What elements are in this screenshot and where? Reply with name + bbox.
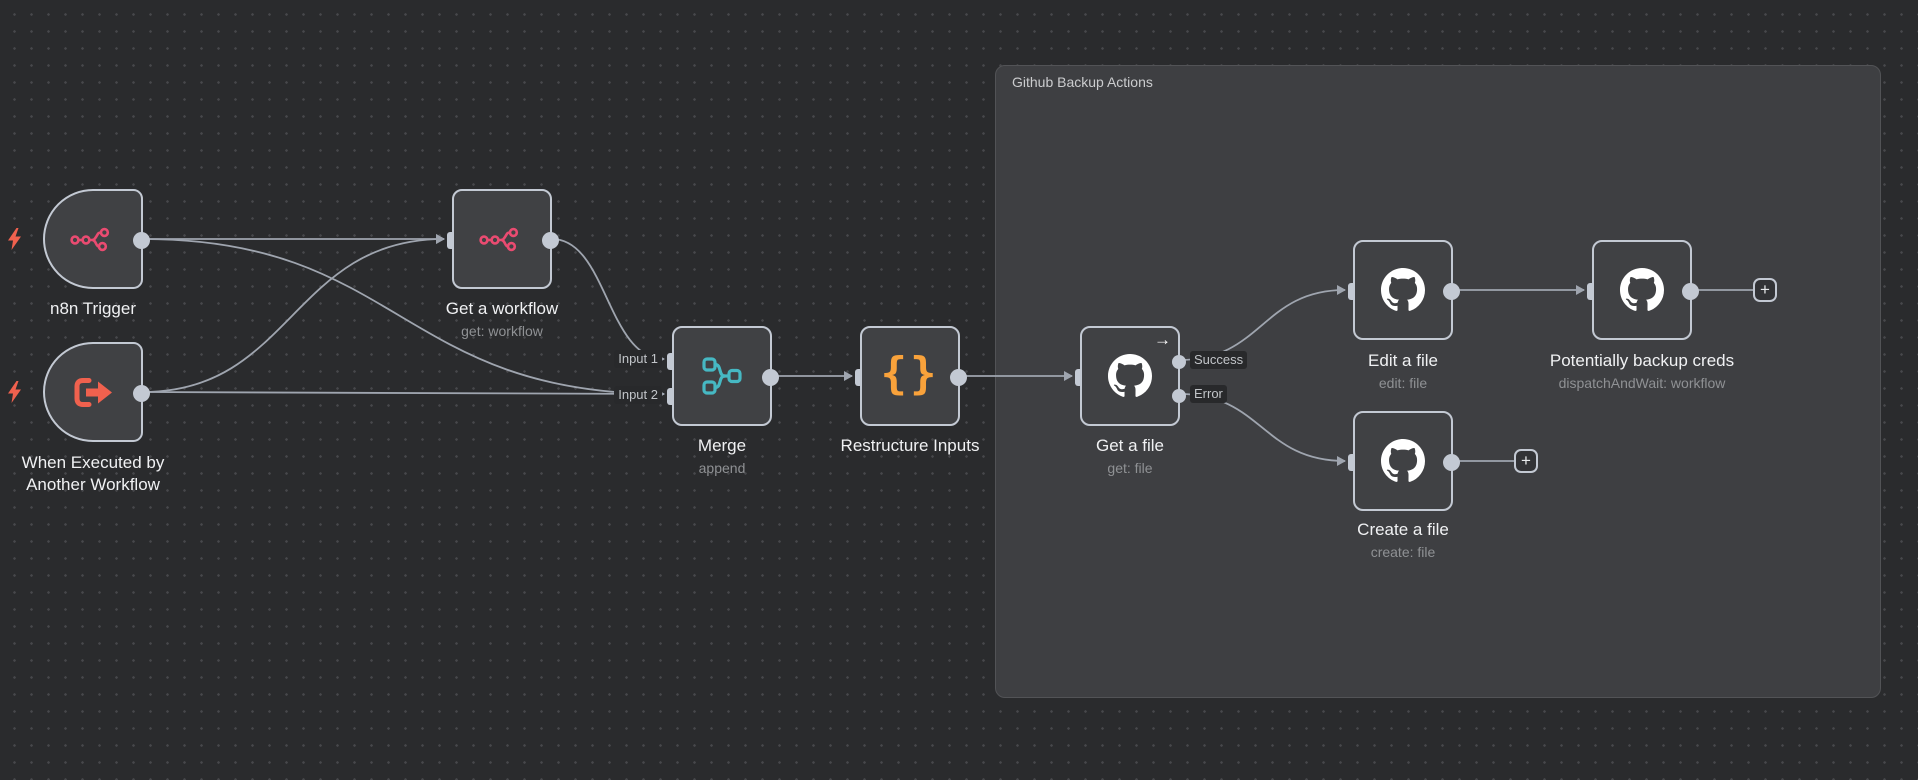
output-port[interactable] — [1443, 283, 1460, 300]
input-port[interactable] — [447, 232, 454, 249]
node-n8n-trigger[interactable] — [43, 189, 150, 289]
github-icon — [1355, 242, 1451, 338]
github-icon — [1355, 413, 1451, 509]
group-title: Github Backup Actions — [1012, 74, 1153, 90]
n8n-icon — [454, 191, 550, 287]
output-port[interactable] — [1443, 454, 1460, 471]
merge-input1-label: Input 1 — [614, 350, 662, 368]
output-port[interactable] — [133, 385, 150, 402]
node-potentially-backup-creds[interactable] — [1587, 240, 1699, 340]
output-port[interactable] — [950, 369, 967, 386]
add-node-button[interactable]: + — [1514, 449, 1538, 473]
output-success-label: Success — [1190, 351, 1248, 369]
exit-arrow-icon — [45, 344, 141, 440]
node-restructure-inputs[interactable]: {} — [855, 326, 967, 426]
input-port[interactable] — [1348, 454, 1355, 471]
add-node-button[interactable]: + — [1753, 278, 1777, 302]
input-port-2[interactable] — [667, 388, 674, 405]
input-port-1[interactable] — [667, 353, 674, 370]
edge-whenexecuted-getworkflow — [142, 234, 445, 393]
input-port[interactable] — [855, 369, 862, 386]
node-get-a-file[interactable]: → — [1075, 326, 1186, 426]
node-create-a-file[interactable] — [1348, 411, 1460, 511]
node-title: Merge append — [697, 436, 747, 476]
braces-icon: {} — [880, 347, 940, 399]
github-icon — [1594, 242, 1690, 338]
merge-icon — [674, 328, 770, 424]
output-error-label: Error — [1190, 385, 1227, 403]
edge-whenexecuted-merge-input2 — [142, 388, 665, 399]
output-port[interactable] — [133, 232, 150, 249]
edge-n8ntrigger-merge-input2 — [142, 238, 665, 399]
input-port[interactable] — [1348, 283, 1355, 300]
arrow-right-icon: → — [1154, 330, 1171, 349]
input-port[interactable] — [1075, 369, 1082, 386]
output-port-error[interactable] — [1172, 389, 1186, 403]
node-title: n8n Trigger — [50, 299, 136, 318]
output-port[interactable] — [1682, 283, 1699, 300]
node-title: When Executed by Another Workflow — [21, 453, 165, 494]
lightning-bolt-icon — [8, 228, 21, 250]
output-port-success[interactable] — [1172, 355, 1186, 369]
edge-getfile-success-editfile — [1179, 285, 1346, 361]
github-icon — [1082, 328, 1178, 424]
node-title: Restructure Inputs — [840, 436, 980, 455]
node-title: Edit a file edit: file — [1368, 351, 1438, 391]
node-merge[interactable] — [667, 326, 779, 426]
n8n-icon — [45, 191, 141, 287]
input-port[interactable] — [1587, 283, 1594, 300]
edge-getfile-error-createfile — [1179, 393, 1346, 466]
node-title: Potentially backup creds dispatchAndWait… — [1549, 351, 1735, 391]
node-edit-a-file[interactable] — [1348, 240, 1460, 340]
merge-input2-label: Input 2 — [614, 386, 662, 404]
output-port[interactable] — [762, 369, 779, 386]
output-port[interactable] — [542, 232, 559, 249]
lightning-bolt-icon — [8, 381, 21, 403]
node-get-a-workflow[interactable] — [447, 189, 559, 289]
node-title: Get a file get: file — [1095, 436, 1165, 476]
node-when-executed-by-another-workflow[interactable] — [43, 342, 150, 442]
edge-getworkflow-merge-input1 — [551, 238, 665, 364]
node-title: Create a file create: file — [1357, 520, 1449, 560]
node-title: Get a workflow get: workflow — [445, 299, 559, 339]
